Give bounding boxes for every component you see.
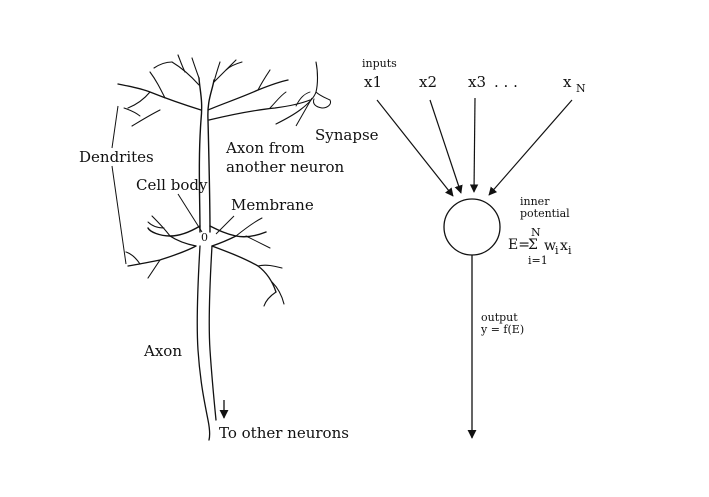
dendrite-branch [147, 221, 165, 229]
inner-caption-2: potential [520, 207, 570, 220]
axon-from-label-2: another neuron [226, 158, 345, 176]
cell-body-pointer [177, 193, 203, 233]
artificial-neuron-model: inputs x1 x2 x3 . . . x N inner potentia… [362, 57, 586, 439]
input-label-x1: x1 [364, 73, 382, 91]
apical-trunk-edge [207, 79, 215, 233]
dendrite-branch [257, 69, 271, 91]
cell-body-label: Cell body [136, 176, 208, 194]
dendrite-branch [177, 54, 186, 73]
input-arrow-x2 [429, 99, 463, 194]
axon-line [196, 245, 211, 441]
to-other-neurons-label: To other neurons [219, 424, 349, 442]
dendrite-branch [127, 245, 197, 267]
incoming-axon [275, 61, 319, 125]
dendrite-branch [151, 215, 171, 237]
soma-mark: 0 [201, 231, 208, 244]
dendrite-branch [171, 61, 200, 86]
inputs-caption: inputs [362, 57, 397, 70]
formula-w-subscript: i [555, 244, 559, 257]
dendrite-branch [125, 251, 141, 265]
dendrite-branch [208, 99, 311, 121]
dendrite-branch [153, 61, 173, 69]
synapse-knob [313, 91, 331, 109]
output-formula: y = f(E) [480, 323, 524, 336]
synapse-branch [295, 91, 311, 107]
input-label-x2: x2 [419, 73, 437, 91]
formula-lhs: E= [508, 237, 530, 253]
sum-upper-limit: N [531, 226, 541, 239]
axon-label: Axon [143, 342, 182, 360]
dendrite-branch [127, 91, 151, 109]
dendrite-branch [269, 91, 287, 109]
inner-caption-1: inner [520, 195, 550, 208]
dendrite-branch [213, 61, 221, 83]
sum-lower-limit: i=1 [528, 254, 548, 267]
input-arrow-x1 [376, 99, 454, 197]
dendrite-branch [131, 109, 161, 127]
dendrite-branch [191, 57, 200, 79]
apical-trunk [198, 77, 203, 233]
input-label-ellipsis: . . . [494, 73, 518, 91]
output-caption: output [481, 311, 518, 324]
dendrite-branch [271, 281, 285, 305]
axon-from-label-1: Axon from [225, 139, 305, 157]
input-arrow-x3 [469, 97, 479, 193]
membrane-pointer [215, 215, 235, 235]
dendrite-branch [263, 291, 277, 307]
dendrite-branch [149, 71, 166, 99]
dendrite-branch [257, 264, 283, 269]
sum-sigma: Σ [528, 237, 538, 253]
synapse-label: Synapse [315, 126, 379, 144]
soma-outline-lower [169, 235, 237, 247]
dendrite-branch [211, 245, 277, 293]
dendrites-pointer [111, 165, 127, 265]
dendrite-branch [147, 259, 161, 279]
formula-x: x [560, 238, 568, 254]
dendrites-label: Dendrites [79, 148, 154, 166]
neuron-node [443, 198, 501, 256]
biological-neuron: Dendrites Cell body Membrane Axon from a… [79, 54, 379, 442]
dendrite-branch [123, 107, 141, 117]
dendrite-branch [225, 61, 243, 71]
dendrite-branch [235, 217, 263, 237]
dendrite-branch [245, 235, 271, 249]
dendrites-pointer [111, 105, 119, 149]
membrane-label: Membrane [231, 196, 314, 214]
input-arrow-xn [488, 99, 573, 196]
axon-line-edge [208, 245, 217, 421]
formula-w: w [544, 238, 556, 254]
input-label-xn-subscript: N [576, 82, 586, 95]
input-label-x3: x3 [468, 73, 486, 91]
dendrite-branch [207, 79, 289, 111]
axon-from-pointer [295, 97, 313, 127]
input-label-xn: x [563, 73, 572, 91]
formula-x-subscript: i [568, 244, 572, 257]
